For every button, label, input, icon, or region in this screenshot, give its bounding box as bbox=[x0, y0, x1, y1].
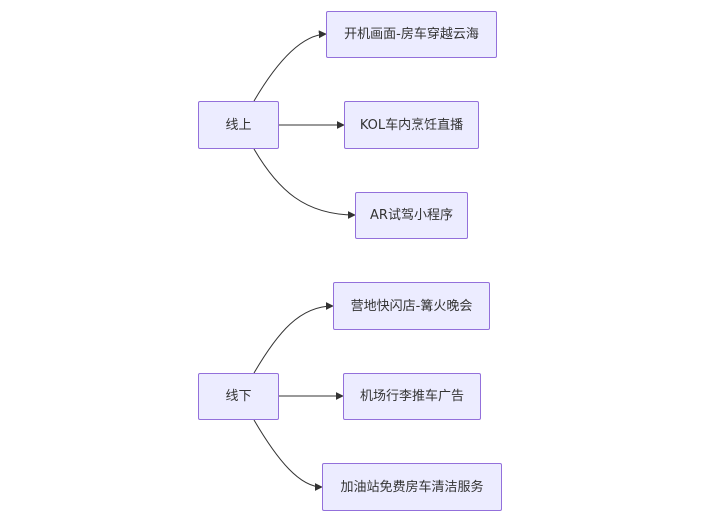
node-boot-screen-campaign: 开机画面-房车穿越云海 bbox=[326, 11, 497, 58]
node-online: 线上 bbox=[198, 101, 279, 149]
edge-online-to-ar-test-drive bbox=[253, 148, 356, 219]
edge-offline-to-campsite-popup bbox=[253, 302, 334, 374]
node-offline: 线下 bbox=[198, 373, 279, 420]
node-ar-test-drive-miniprogram: AR试驾小程序 bbox=[355, 192, 468, 239]
node-airport-luggage-cart-ad: 机场行李推车广告 bbox=[343, 373, 481, 420]
edge-online-to-boot-screen bbox=[253, 30, 327, 102]
node-campsite-popup-bonfire: 营地快闪店-篝火晚会 bbox=[333, 282, 490, 330]
node-gas-station-rv-cleaning: 加油站免费房车清洁服务 bbox=[322, 463, 502, 511]
node-kol-cooking-live: KOL车内烹饪直播 bbox=[344, 101, 479, 149]
edge-offline-to-gas-station-service bbox=[253, 419, 323, 491]
